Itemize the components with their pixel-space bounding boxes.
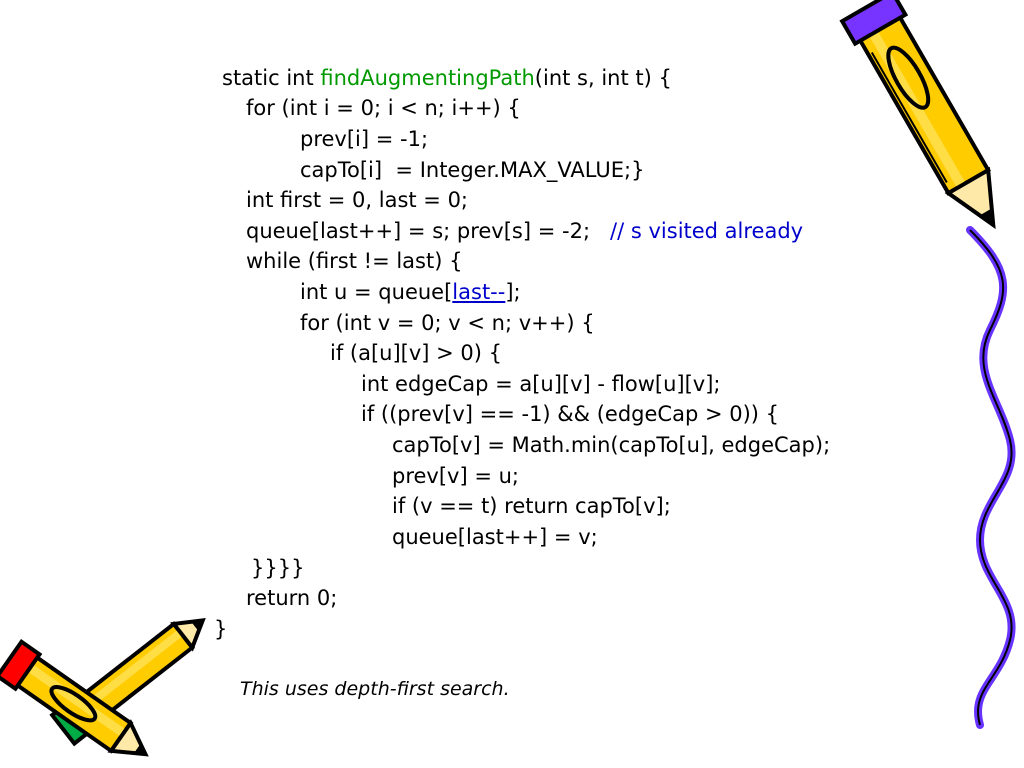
code-hyperlink[interactable]: last-- [452,280,506,304]
code-line: prev[v] = u; [392,464,519,488]
pencil-top-right-icon [839,0,996,230]
code-line: if (v == t) return capTo[v]; [392,494,671,518]
squiggle-line-icon [966,226,1016,729]
pencils-bottom-left-icon [0,617,206,757]
code-line: int edgeCap = a[u][v] - flow[u][v]; [361,372,721,396]
code-line-with-link: int u = queue[last--]; [300,277,521,307]
code-text: queue[last++] = s; prev[s] = -2; [246,219,611,243]
slide-caption: This uses depth-first search. [240,678,510,700]
code-line: capTo[i] = Integer.MAX_VALUE;} [300,158,645,182]
code-line: if (a[u][v] > 0) { [330,341,503,365]
code-line: }}}} [251,556,305,580]
code-text: ]; [505,280,521,304]
code-line: int first = 0, last = 0; [246,188,469,212]
code-line: while (first != last) { [246,249,463,273]
code-line: } [214,617,228,641]
params-text: (int s, int t) { [534,66,672,90]
code-text: int u = queue[ [300,280,453,304]
code-line-signature: static int findAugmentingPath(int s, int… [222,63,672,93]
keyword-text: static int [222,66,321,90]
code-line: prev[i] = -1; [300,127,429,151]
code-line-with-comment: queue[last++] = s; prev[s] = -2; // s vi… [246,216,803,246]
function-name: findAugmentingPath [320,66,535,90]
code-line: queue[last++] = v; [392,525,598,549]
code-line: return 0; [246,586,338,610]
code-line: capTo[v] = Math.min(capTo[u], edgeCap); [392,433,831,457]
code-line: for (int v = 0; v < n; v++) { [300,311,595,335]
code-comment: // s visited already [610,219,804,243]
code-line: if ((prev[v] == -1) && (edgeCap > 0)) { [361,402,780,426]
code-line: for (int i = 0; i < n; i++) { [246,96,521,120]
